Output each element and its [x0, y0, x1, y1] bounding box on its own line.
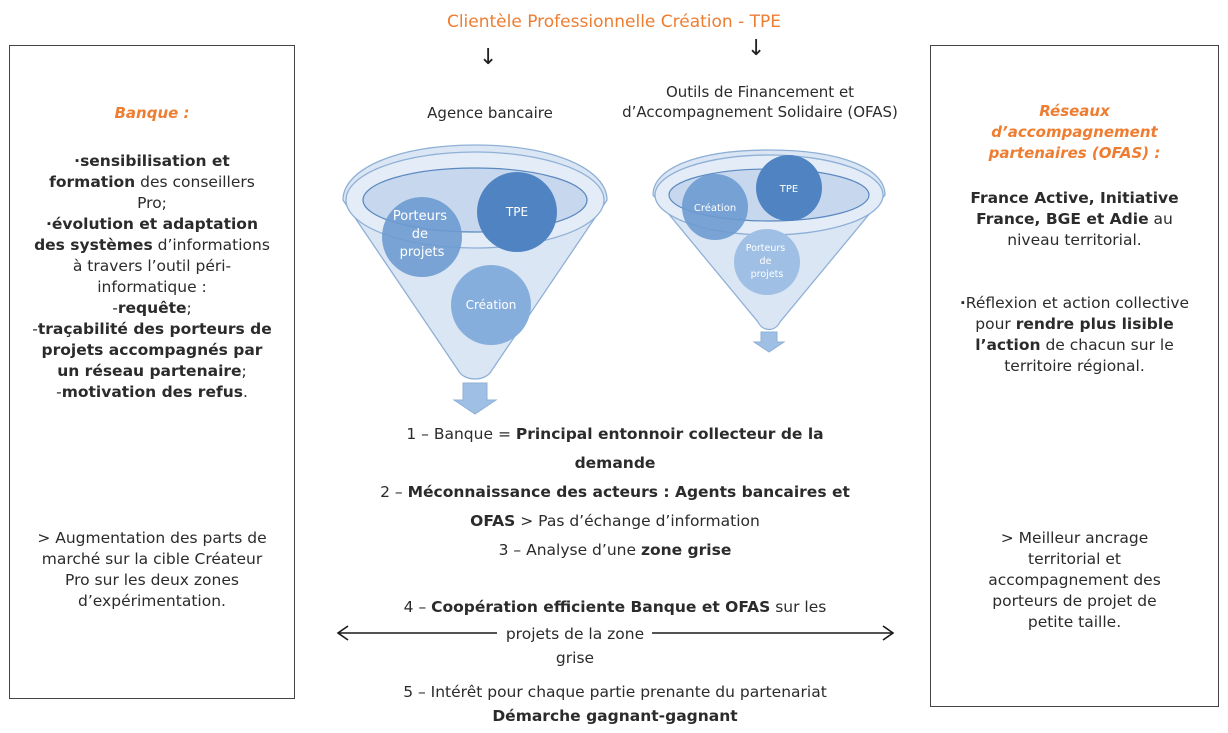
channel-ofas-label: Outils de Financement et d’Accompagnemen…: [610, 82, 910, 122]
finding-5-bold: Démarche gagnant-gagnant: [492, 707, 738, 725]
right-panel-ofas: Réseaux d’accompagnement partenaires (OF…: [930, 45, 1219, 707]
right-panel-partners: France Active, Initiative France, BGE et…: [953, 188, 1196, 251]
right-title-l1: Réseaux: [1039, 102, 1110, 120]
right-panel-result: > Meilleur ancrage territorial et accomp…: [988, 529, 1161, 631]
finding-4-bold: Coopération efficiente Banque et OFAS: [431, 598, 771, 616]
finding-2: 2 – Méconnaissance des acteurs : Agents …: [380, 483, 850, 530]
finding-4-line2: projets de la zone grise: [505, 625, 645, 667]
finding-5: 5 – Intérêt pour chaque partie prenante …: [330, 680, 900, 728]
finding-4: 4 – Coopération efficiente Banque et OFA…: [403, 598, 827, 616]
bubble-ofas-porteurs: [734, 229, 800, 295]
left-panel-banque: Banque : ·sensibilisation et formation d…: [9, 45, 295, 699]
left-panel-actions: ·sensibilisation et formation des consei…: [32, 151, 272, 403]
finding-1: 1 – Banque = Principal entonnoir collect…: [406, 425, 824, 472]
cooperation-arrow: [336, 625, 895, 641]
bubble-ofas-porteurs-l1: Porteurs: [746, 243, 786, 254]
left-sub-3-bold: motivation des refus: [61, 383, 243, 401]
arrow-down-bank-icon: ↓: [479, 45, 498, 70]
svg-text:Porteurs de projet: Porteurs de projets: [393, 209, 451, 260]
left-sub-2: -traçabilité des porteurs de projets acc…: [32, 320, 272, 380]
finding-2-bold: Méconnaissance des acteurs : Agents banc…: [407, 483, 850, 501]
right-action-bold: rendre plus lisible l’action: [975, 315, 1174, 354]
finding-3: 3 – Analyse d’une zone grise: [498, 541, 732, 559]
diagram-title: Clientèle Professionnelle Création - TPE: [446, 12, 782, 32]
right-panel-action: ·Réflexion et action collective pour ren…: [959, 294, 1190, 375]
left-action-2-bold: évolution et adaptation des systèmes: [34, 215, 258, 254]
channel-ofas-line2: d’Accompagnement Solidaire (OFAS): [622, 103, 898, 121]
right-title-l2: d’accompagnement: [991, 123, 1158, 141]
channel-bank-label: Agence bancaire: [427, 104, 553, 122]
right-partners-bold: France Active, Initiative France, BGE et…: [970, 189, 1179, 228]
left-panel-result: > Augmentation des parts de marché sur l…: [37, 529, 267, 610]
left-action-2: ·évolution et adaptation des systèmes d’…: [34, 215, 270, 296]
finding-3-bold: zone grise: [640, 541, 732, 559]
finding-5-text: 5 – Intérêt pour chaque partie prenante …: [403, 683, 827, 701]
bubble-ofas-tpe: [756, 155, 822, 221]
funnel-ofas: Création TPE Porteurs de projets: [652, 149, 886, 353]
bubble-bank-porteurs-l1: Porteurs: [393, 209, 447, 224]
left-sub-3: -motivation des refus.: [56, 383, 248, 401]
bubble-bank-creation-label: Création: [466, 298, 517, 312]
right-title-l3: partenaires (OFAS) :: [988, 144, 1161, 162]
svg-text:Porteurs de projet: Porteurs de projets: [746, 243, 789, 280]
bubble-ofas-tpe-label: TPE: [779, 184, 798, 195]
bubble-ofas-creation: [682, 174, 748, 240]
finding-1-bold: Principal entonnoir collecteur de la: [515, 425, 824, 443]
left-panel-title: Banque :: [114, 104, 190, 122]
funnel-bank: Porteurs de projets TPE Création: [342, 144, 608, 415]
left-action-1: ·sensibilisation et formation des consei…: [49, 152, 255, 212]
channel-ofas-line1: Outils de Financement et: [665, 83, 855, 101]
funnel-ofas-output-arrow: [752, 331, 786, 353]
right-partners-rest: au niveau territorial.: [1007, 210, 1173, 249]
right-panel-title: Réseaux d’accompagnement partenaires (OF…: [931, 101, 1218, 164]
bubble-bank-porteurs-l3: projets: [400, 245, 445, 260]
bubble-bank-porteurs: [382, 197, 462, 277]
arrow-down-ofas-icon: ↓: [747, 36, 766, 61]
bubble-bank-tpe: [477, 172, 557, 252]
funnel-bank-output-arrow: [452, 382, 498, 415]
bubble-bank-creation: [451, 265, 531, 345]
left-action-2-rest: d’informations à travers l’outil péri-in…: [72, 236, 270, 296]
bubble-bank-tpe-label: TPE: [505, 205, 528, 219]
left-sub-1: -requête;: [112, 299, 192, 317]
left-action-1-bold: sensibilisation et formation: [49, 152, 230, 191]
left-sub-1-bold: requête: [117, 299, 187, 317]
bubble-ofas-porteurs-l3: projets: [751, 269, 784, 280]
bubble-bank-porteurs-l2: de: [412, 227, 428, 242]
left-action-1-rest: des conseillers Pro;: [135, 173, 255, 212]
left-sub-2-bold: traçabilité des porteurs de projets acco…: [37, 320, 272, 380]
bubble-ofas-porteurs-l2: de: [760, 256, 772, 267]
bubble-ofas-creation-label: Création: [694, 202, 736, 214]
